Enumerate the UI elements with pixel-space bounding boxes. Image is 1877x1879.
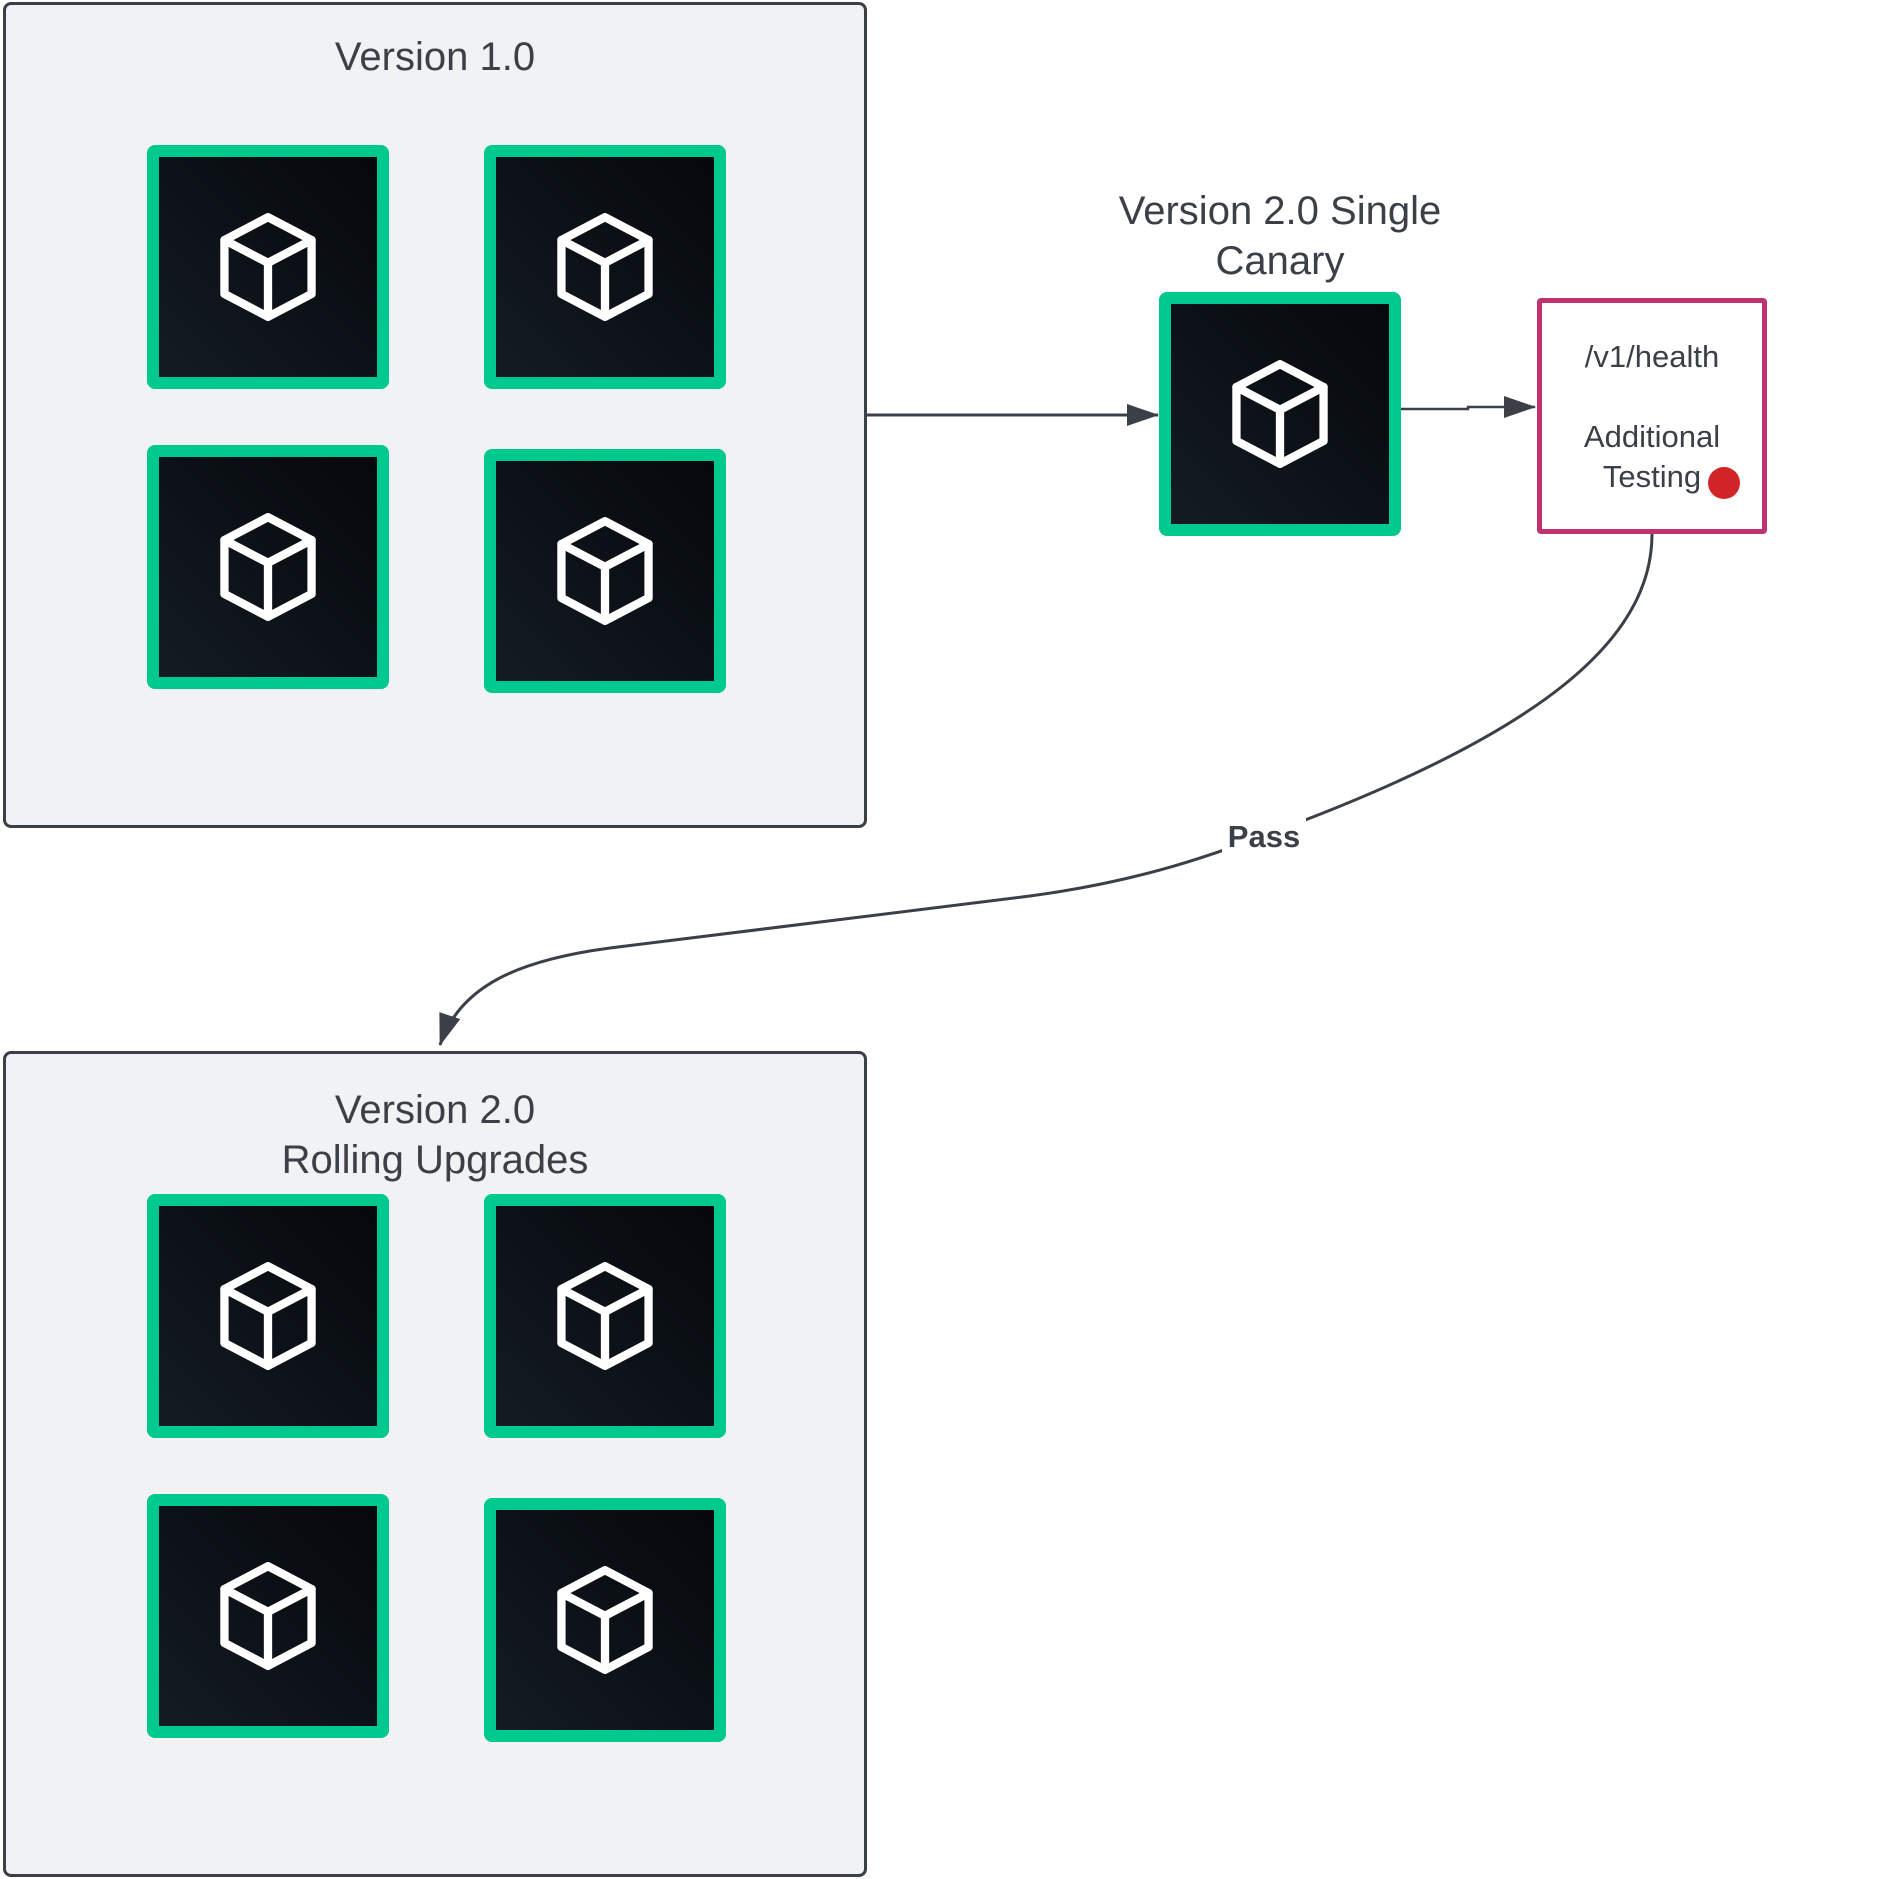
health-endpoint-label: /v1/health xyxy=(1584,339,1720,374)
cube-icon xyxy=(1228,358,1332,470)
v1-node-4[interactable] xyxy=(484,449,726,693)
v2-node-3[interactable] xyxy=(147,1494,389,1738)
canary-to-testing-arrow[interactable] xyxy=(1401,396,1536,418)
v2-node-2[interactable] xyxy=(484,1194,726,1438)
version-1-group[interactable]: Version 1.0 xyxy=(3,2,867,828)
cube-icon xyxy=(216,211,320,323)
cube-icon xyxy=(553,211,657,323)
version-2-rolling-title: Version 2.0 Rolling Upgrades xyxy=(281,1088,589,1182)
cube-icon xyxy=(216,511,320,623)
cube-icon xyxy=(553,515,657,627)
cube-icon xyxy=(553,1260,657,1372)
pass-arrow[interactable] xyxy=(438,533,1654,1046)
cube-icon xyxy=(216,1560,320,1672)
additional-label: Additional xyxy=(1583,419,1721,454)
pass-edge-label: Pass xyxy=(1222,817,1306,857)
testing-label: Testing xyxy=(1602,459,1702,494)
canary-node[interactable] xyxy=(1159,292,1401,536)
health-testing-box[interactable]: /v1/health Additional Testing xyxy=(1537,298,1767,534)
v2-node-1[interactable] xyxy=(147,1194,389,1438)
v2-node-4[interactable] xyxy=(484,1498,726,1742)
v1-node-3[interactable] xyxy=(147,445,389,689)
status-dot xyxy=(1708,467,1740,499)
v1-node-2[interactable] xyxy=(484,145,726,389)
v1-node-1[interactable] xyxy=(147,145,389,389)
canary-title: Version 2.0 Single Canary xyxy=(1118,189,1442,283)
version-1-title: Version 1.0 xyxy=(334,35,536,79)
cube-icon xyxy=(216,1260,320,1372)
cube-icon xyxy=(553,1564,657,1676)
